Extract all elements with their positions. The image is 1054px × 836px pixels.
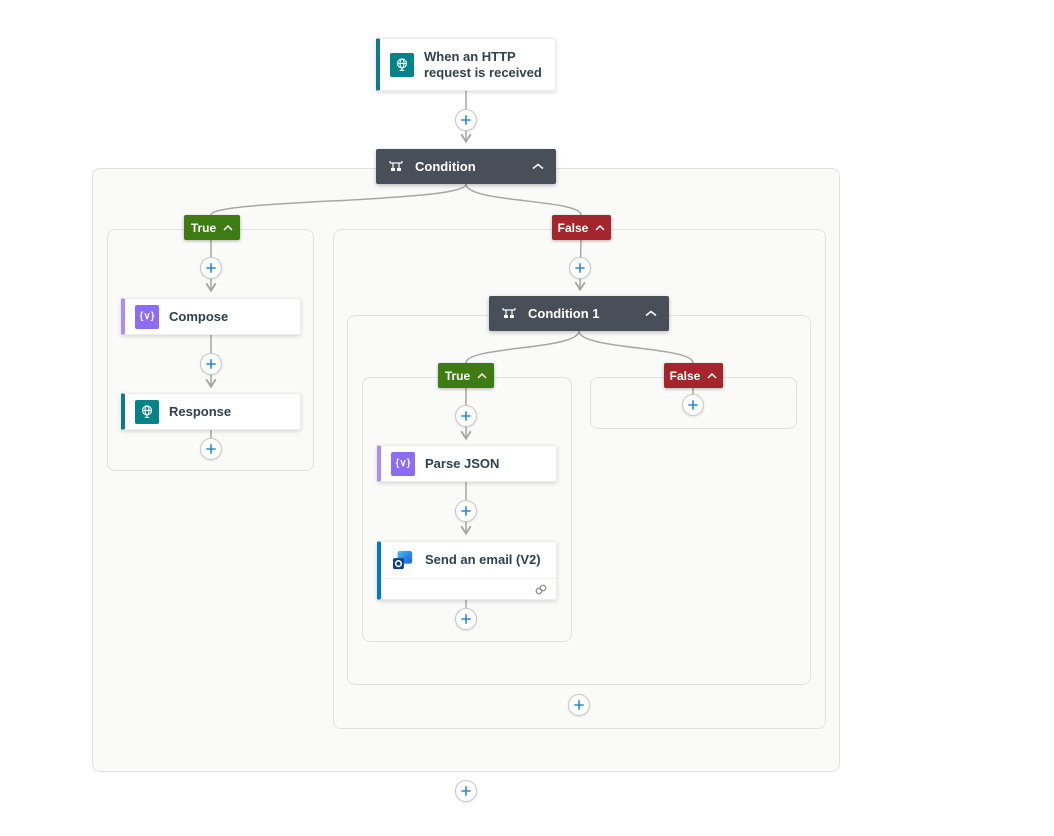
insert-action-button[interactable] <box>455 608 477 630</box>
plus-icon <box>206 444 216 454</box>
chevron-up-icon <box>595 224 605 231</box>
braces-glyph: {∨} <box>395 458 411 469</box>
false-badge-label: False <box>669 368 701 383</box>
braces-glyph: {∨} <box>139 311 155 322</box>
plus-icon <box>688 400 698 410</box>
chevron-up-icon <box>707 372 717 379</box>
insert-action-button[interactable] <box>455 109 477 131</box>
collapse-chevron-icon[interactable] <box>532 163 544 170</box>
compose-action-card[interactable]: {∨} Compose <box>121 298 301 335</box>
response-title: Response <box>169 403 232 419</box>
insert-action-button[interactable] <box>455 500 477 522</box>
condition-branch-icon <box>501 307 517 320</box>
outlook-icon <box>391 549 415 571</box>
plus-icon <box>461 614 471 624</box>
http-request-icon <box>390 52 414 77</box>
parse-json-action-card[interactable]: {∨} Parse JSON <box>377 445 557 482</box>
plus-icon <box>461 411 471 421</box>
send-email-title: Send an email (V2) <box>425 552 541 568</box>
insert-action-button[interactable] <box>455 405 477 427</box>
condition1-card[interactable]: Condition 1 <box>489 296 669 331</box>
condition1-true-branch-badge[interactable]: True <box>438 363 494 388</box>
true-badge-label: True <box>444 368 471 383</box>
condition1-title: Condition 1 <box>528 306 600 321</box>
condition-branch-icon <box>388 160 404 173</box>
data-operation-icon: {∨} <box>135 304 159 329</box>
plus-icon <box>575 263 585 273</box>
condition-title: Condition <box>415 159 476 174</box>
chevron-up-icon <box>223 224 233 231</box>
collapse-chevron-icon[interactable] <box>645 310 657 317</box>
plus-icon <box>461 506 471 516</box>
response-action-card[interactable]: Response <box>121 393 301 430</box>
send-email-action-card[interactable]: Send an email (V2) <box>377 541 557 600</box>
connection-icon[interactable] <box>534 584 548 595</box>
trigger-title: When an HTTP request is received <box>424 48 542 80</box>
data-operation-icon: {∨} <box>391 451 415 476</box>
condition-card[interactable]: Condition <box>376 149 556 184</box>
insert-action-button[interactable] <box>200 353 222 375</box>
plus-icon <box>461 786 471 796</box>
false-badge-label: False <box>557 220 589 235</box>
trigger-card-http-request[interactable]: When an HTTP request is received <box>376 38 556 91</box>
true-branch-badge[interactable]: True <box>184 215 240 240</box>
send-email-footer <box>381 578 556 599</box>
condition1-false-branch-badge[interactable]: False <box>664 363 723 388</box>
insert-action-button[interactable] <box>455 780 477 802</box>
plus-icon <box>461 115 471 125</box>
http-response-icon <box>135 399 159 424</box>
insert-action-button[interactable] <box>568 694 590 716</box>
plus-icon <box>574 700 584 710</box>
plus-icon <box>206 359 216 369</box>
insert-action-button[interactable] <box>682 394 704 416</box>
insert-action-button[interactable] <box>200 438 222 460</box>
insert-action-button[interactable] <box>569 257 591 279</box>
chevron-up-icon <box>477 372 487 379</box>
parse-json-title: Parse JSON <box>425 455 500 471</box>
true-badge-label: True <box>190 220 217 235</box>
plus-icon <box>206 263 216 273</box>
false-branch-badge[interactable]: False <box>552 215 611 240</box>
send-email-main-row: Send an email (V2) <box>381 542 556 578</box>
compose-title: Compose <box>169 308 229 324</box>
insert-action-button[interactable] <box>200 257 222 279</box>
